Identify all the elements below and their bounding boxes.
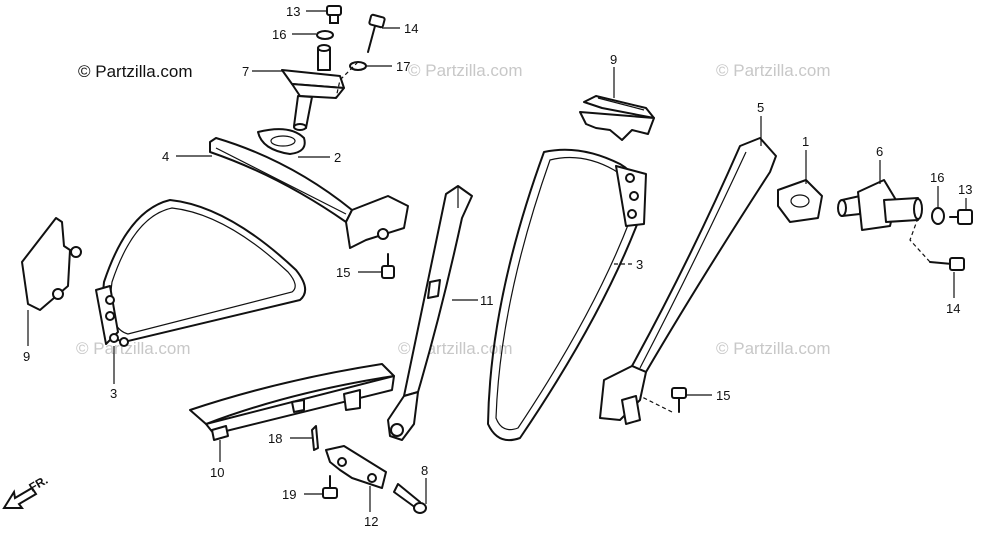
part-3-cam-chain-right bbox=[487, 148, 647, 442]
callout-15-right: 15 bbox=[716, 388, 730, 403]
callout-9-left: 9 bbox=[23, 349, 30, 364]
callout-4: 4 bbox=[162, 149, 169, 164]
part-4-tensioner-arm bbox=[209, 137, 409, 249]
part-14-bolt bbox=[367, 13, 386, 53]
part-3-cam-chain-left bbox=[95, 199, 307, 347]
part-18-clip bbox=[311, 425, 319, 451]
part-2-gasket bbox=[257, 128, 306, 155]
leader-lines bbox=[27, 10, 967, 512]
part-15-bolt-left bbox=[381, 253, 395, 279]
part-14-bolt-right bbox=[929, 257, 965, 271]
callout-1: 1 bbox=[802, 134, 809, 149]
watermark: © Partzilla.com bbox=[76, 339, 191, 358]
callout-13-right: 13 bbox=[958, 182, 972, 197]
part-11-cam-chain-guide bbox=[387, 185, 473, 441]
callout-3-right: 3 bbox=[636, 257, 643, 272]
watermark: © Partzilla.com bbox=[716, 339, 831, 358]
arrow-down-left-icon bbox=[2, 486, 38, 509]
callout-14-right: 14 bbox=[946, 301, 960, 316]
front-direction-indicator: FR. bbox=[2, 473, 50, 509]
callout-5: 5 bbox=[757, 100, 764, 115]
callout-17: 17 bbox=[396, 59, 410, 74]
callout-16-right: 16 bbox=[930, 170, 944, 185]
part-16-washer bbox=[316, 30, 334, 40]
callout-12: 12 bbox=[364, 514, 378, 529]
part-16-washer-right bbox=[931, 207, 945, 225]
callout-8: 8 bbox=[421, 463, 428, 478]
callout-10: 10 bbox=[210, 465, 224, 480]
part-12-plate bbox=[325, 445, 387, 489]
callout-18: 18 bbox=[268, 431, 282, 446]
callout-9-top: 9 bbox=[610, 52, 617, 67]
callout-14: 14 bbox=[404, 21, 418, 36]
callout-6: 6 bbox=[876, 144, 883, 159]
watermark: © Partzilla.com bbox=[408, 61, 523, 80]
part-10-chain-guide bbox=[189, 363, 395, 441]
callout-19: 19 bbox=[282, 487, 296, 502]
part-17-washer bbox=[349, 61, 367, 71]
part-5-tensioner-guide bbox=[599, 137, 777, 425]
part-13-bolt-right bbox=[949, 209, 973, 225]
part-13-bolt bbox=[326, 5, 342, 24]
callout-7: 7 bbox=[242, 64, 249, 79]
part-6-tensioner-lifter bbox=[837, 179, 923, 231]
part-9-guide-left bbox=[21, 217, 82, 311]
callout-15-left: 15 bbox=[336, 265, 350, 280]
part-9-guide-right bbox=[579, 95, 655, 141]
callout-13: 13 bbox=[286, 4, 300, 19]
watermark: © Partzilla.com bbox=[716, 61, 831, 80]
part-7-tensioner-lifter bbox=[281, 44, 345, 131]
brand-label: © Partzilla.com bbox=[78, 62, 193, 81]
part-1-gasket bbox=[777, 179, 823, 223]
callout-16: 16 bbox=[272, 27, 286, 42]
callout-11: 11 bbox=[480, 293, 494, 308]
part-19-bolt bbox=[322, 475, 338, 499]
part-15-bolt-right bbox=[671, 387, 687, 413]
callout-2: 2 bbox=[334, 150, 341, 165]
callout-3-left: 3 bbox=[110, 386, 117, 401]
part-8-pin bbox=[393, 483, 427, 514]
